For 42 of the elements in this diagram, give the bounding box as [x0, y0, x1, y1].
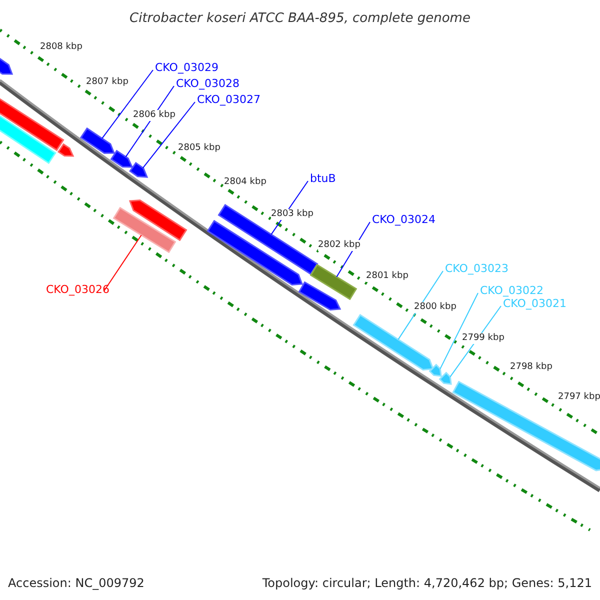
scale-label: 2797 kbp [558, 392, 600, 403]
gene-label: CKO_03027 [197, 93, 260, 106]
gene-bar [0, 56, 14, 75]
gene-bar [428, 364, 442, 377]
gene-bar [57, 143, 74, 157]
gene-bar [438, 372, 452, 385]
gene-label: btuB [310, 172, 336, 185]
gene-label: CKO_03026 [46, 283, 110, 296]
gene-label: CKO_03029 [155, 61, 218, 74]
scale-label: 2807 kbp [86, 77, 128, 88]
gene-bar [112, 206, 176, 254]
footer-text: Topology: circular; Length: 4,720,462 bp; Genes: 5,121 [262, 575, 592, 592]
scale-label: 2804 kbp [224, 177, 266, 188]
gene-bar [80, 127, 116, 154]
gene-bar [0, 96, 64, 152]
gene-label: CKO_03023 [445, 262, 508, 275]
title: Citrobacter koseri ATCC BAA-895, complete genome [128, 10, 472, 28]
gene-bar [298, 281, 342, 311]
gene-label: CKO_03022 [480, 284, 544, 297]
gene-bar [129, 162, 148, 178]
scale-label: 2808 kbp [40, 42, 82, 53]
gene-bar [352, 314, 434, 370]
leader-line [142, 102, 196, 168]
scale-label: 2803 kbp [271, 209, 314, 220]
gene-bar [452, 380, 600, 472]
gene-label: CKO_03024 [372, 213, 436, 226]
scale-label: 2801 kbp [366, 271, 408, 282]
gene-label: CKO_03021 [503, 297, 566, 310]
scale-label: 2802 kbp [318, 240, 360, 251]
gene-bar [206, 220, 304, 286]
scale-label: 2800 kbp [414, 302, 456, 313]
scale-label: 2806 kbp [133, 110, 176, 121]
gene-bar [0, 114, 56, 164]
scale-label: 2798 kbp [510, 362, 552, 373]
leader-line [104, 234, 142, 292]
leader-line [102, 70, 154, 139]
leader-line [440, 292, 478, 370]
gene-bar [110, 150, 134, 168]
gene-label: CKO_03028 [176, 77, 240, 90]
scale-label: 2805 kbp [178, 143, 220, 154]
footer-text: Accession: NC_009792 [8, 575, 144, 592]
scale-label: 2799 kbp [462, 333, 504, 344]
